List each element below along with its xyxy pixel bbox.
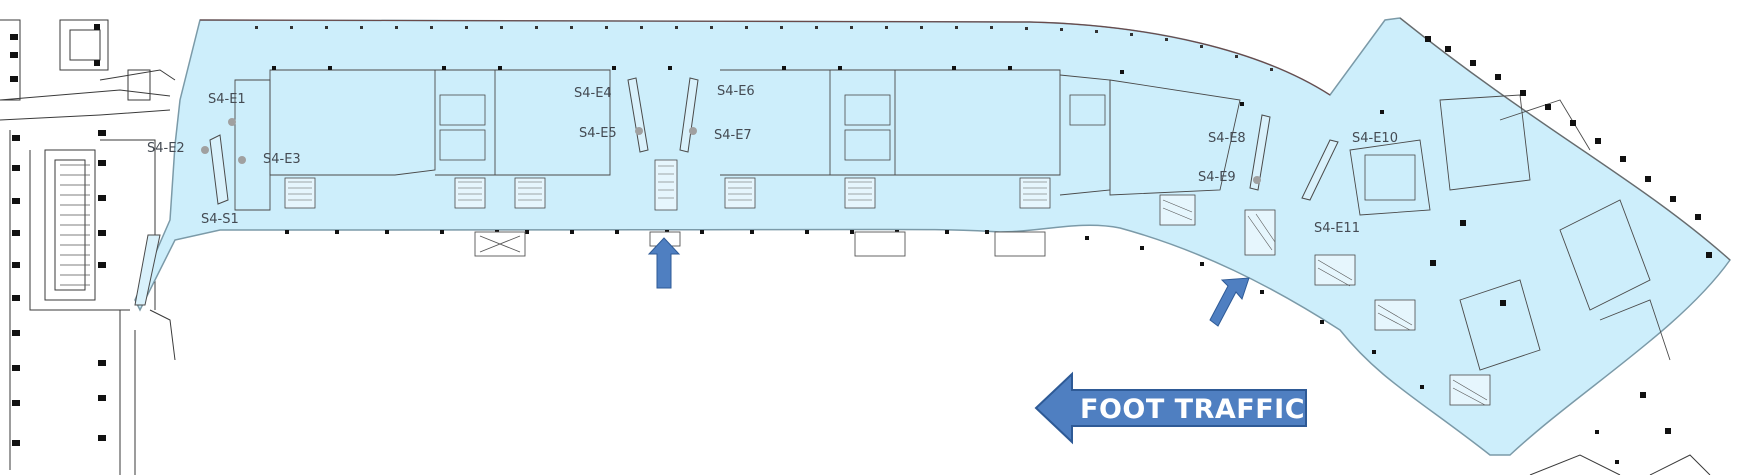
foot-traffic-arrow <box>1034 371 1307 445</box>
wall-markers-left <box>10 24 106 446</box>
entry-arrow-center <box>647 237 681 289</box>
interior-rooms <box>234 69 1671 371</box>
entry-arrow-east <box>1209 277 1250 327</box>
gray-markers <box>201 118 1261 184</box>
escalator-blocks <box>284 159 1491 406</box>
zone-label-s4-s1: S4-S1 <box>201 212 239 227</box>
zone-label-s4-e6: S4-E6 <box>717 84 755 99</box>
zone-label-s4-e1: S4-E1 <box>208 92 246 107</box>
foot-traffic-label: FOOT TRAFFIC <box>1080 394 1305 425</box>
zone-label-s4-e4: S4-E4 <box>574 86 612 101</box>
restroom-blocks <box>439 94 1416 201</box>
escalator-hatching <box>288 165 1488 406</box>
zone-labels: S4-E1 S4-E2 S4-E3 S4-E4 S4-E5 S4-E6 S4-E… <box>147 84 1398 236</box>
zone-label-s4-e7: S4-E7 <box>714 128 752 143</box>
zone-label-s4-e5: S4-E5 <box>579 126 617 141</box>
left-escalator-lines <box>60 164 90 286</box>
north-wall-ticks <box>255 26 1273 71</box>
zone-label-s4-e11: S4-E11 <box>1314 221 1360 236</box>
zone-label-s4-e2: S4-E2 <box>147 141 185 156</box>
exterior-linework-east <box>1529 454 1711 475</box>
diagonal-escalators <box>134 77 1339 306</box>
exterior-markers-east <box>1595 392 1671 464</box>
zone-label-s4-e9: S4-E9 <box>1198 170 1236 185</box>
adjacent-building-linework <box>0 19 176 475</box>
hall-rim-east <box>1399 17 1731 261</box>
zone-label-s4-e3: S4-E3 <box>263 152 301 167</box>
exhibit-hall-area <box>134 17 1732 456</box>
hall-rim-north <box>199 19 1331 96</box>
zone-label-s4-e8: S4-E8 <box>1208 131 1246 146</box>
foot-traffic-indicator: FOOT TRAFFIC <box>1034 371 1307 445</box>
entrance-doors <box>474 231 1046 257</box>
zone-label-s4-e10: S4-E10 <box>1352 131 1398 146</box>
